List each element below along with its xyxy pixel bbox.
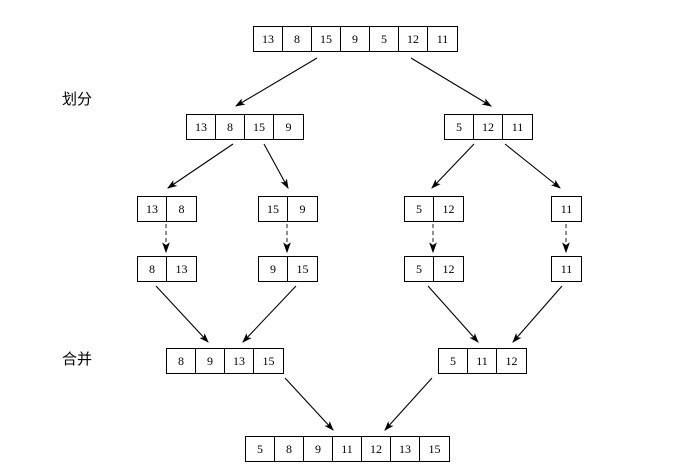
array-cell: 13	[138, 197, 167, 221]
array-cell: 5	[405, 257, 434, 281]
stage-label-merge: 合并	[62, 350, 93, 368]
array-cell: 8	[283, 27, 312, 51]
array-cell: 5	[246, 437, 275, 461]
array-cell: 8	[275, 437, 304, 461]
array-cell: 15	[428, 442, 441, 456]
array-cell: 15	[245, 115, 274, 139]
array-rl-sorted: 5 12	[404, 256, 464, 282]
array-rl-pair: 5 12	[404, 196, 464, 222]
edge-rl-sorted-to-right-merged	[427, 285, 479, 343]
array-ll-pair: 13 8	[137, 196, 197, 222]
edge-right-merged-to-final	[384, 377, 433, 431]
edge-ll-sorted-to-left-merged	[155, 285, 209, 343]
edge-root-to-left-half	[235, 57, 318, 107]
array-cell: 5	[445, 115, 474, 139]
array-cell: 13	[254, 27, 283, 51]
edge-right-half-to-rl	[431, 143, 475, 189]
array-rr-single: 11	[551, 196, 582, 222]
array-cell: 9	[259, 257, 288, 281]
array-cell: 9	[299, 202, 306, 216]
array-lr-pair: 15 9	[258, 196, 318, 222]
edge-right-half-to-rr	[504, 143, 561, 189]
array-cell: 11	[436, 32, 449, 46]
array-cell: 15	[312, 27, 341, 51]
edge-left-half-to-lr	[263, 143, 289, 189]
array-ll-sorted: 8 13	[137, 256, 197, 282]
edge-lr-sorted-to-left-merged	[242, 285, 297, 343]
array-lr-sorted: 9 15	[258, 256, 318, 282]
array-cell: 5	[439, 349, 468, 373]
array-cell: 5	[370, 27, 399, 51]
array-cell: 9	[285, 120, 292, 134]
array-cell: 12	[505, 354, 518, 368]
array-cell: 15	[296, 262, 309, 276]
array-cell: 13	[391, 437, 420, 461]
array-cell: 8	[178, 202, 185, 216]
edge-left-merged-to-final	[284, 377, 334, 431]
stage-label-divide: 划分	[62, 90, 93, 108]
array-cell: 11	[511, 120, 524, 134]
array-cell: 12	[474, 115, 503, 139]
array-cell: 8	[216, 115, 245, 139]
array-cell: 11	[560, 202, 573, 216]
array-cell: 12	[442, 202, 455, 216]
array-cell: 9	[196, 349, 225, 373]
array-cell: 9	[304, 437, 333, 461]
array-cell: 11	[333, 437, 362, 461]
array-cell: 8	[167, 349, 196, 373]
array-cell: 8	[138, 257, 167, 281]
array-cell: 13	[187, 115, 216, 139]
array-cell: 15	[259, 197, 288, 221]
array-cell: 12	[442, 262, 455, 276]
array-cell: 15	[262, 354, 275, 368]
array-cell: 9	[341, 27, 370, 51]
array-cell: 12	[399, 27, 428, 51]
array-cell: 11	[468, 349, 497, 373]
array-cell: 13	[175, 262, 188, 276]
edge-rr-sorted-to-right-merged	[512, 285, 563, 343]
array-cell: 5	[405, 197, 434, 221]
array-cell: 12	[362, 437, 391, 461]
array-cell: 11	[560, 262, 573, 276]
array-cell: 13	[225, 349, 254, 373]
edge-root-to-right-half	[410, 57, 492, 107]
edge-left-half-to-ll	[167, 143, 234, 189]
array-rr-sorted: 11	[551, 256, 582, 282]
